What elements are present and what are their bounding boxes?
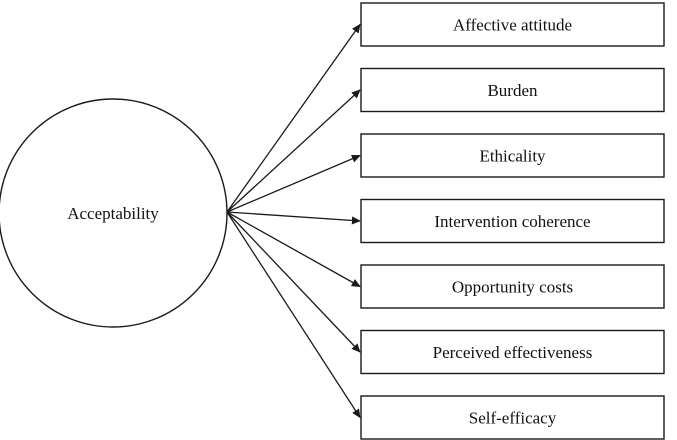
component-label: Self-efficacy	[469, 409, 557, 428]
component-box	[360, 2, 665, 47]
component-box	[360, 395, 665, 440]
component-boxes: Affective attitudeBurdenEthicalityInterv…	[360, 2, 665, 440]
component-label: Perceived effectiveness	[433, 343, 593, 362]
component-perceived-effectiveness: Perceived effectiveness	[360, 329, 665, 375]
arrow-to-opportunity-costs	[226, 211, 361, 288]
component-box	[360, 133, 665, 178]
component-label: Burden	[487, 81, 538, 100]
component-label: Intervention coherence	[434, 212, 590, 231]
component-box	[360, 329, 665, 375]
component-box	[360, 198, 665, 244]
component-ethicality: Ethicality	[360, 133, 665, 178]
component-intervention-coherence: Intervention coherence	[360, 198, 665, 244]
component-label: Ethicality	[479, 147, 546, 166]
component-label: Affective attitude	[453, 16, 572, 35]
arrow-to-affective-attitude	[226, 23, 361, 213]
component-opportunity-costs: Opportunity costs	[360, 264, 665, 309]
component-self-efficacy: Self-efficacy	[360, 395, 665, 440]
component-box	[360, 67, 665, 113]
central-circle	[0, 98, 228, 328]
arrow-to-perceived-effectiveness	[226, 211, 361, 353]
component-box	[360, 264, 665, 309]
central-concept: Acceptability	[0, 98, 228, 328]
arrow-to-burden	[226, 89, 361, 213]
component-affective-attitude: Affective attitude	[360, 2, 665, 47]
arrow-to-intervention-coherence	[226, 211, 361, 225]
arrow-to-ethicality	[226, 154, 361, 213]
arrow-to-self-efficacy	[226, 211, 361, 419]
component-burden: Burden	[360, 67, 665, 113]
component-label: Opportunity costs	[452, 278, 573, 297]
central-label: Acceptability	[67, 204, 159, 223]
connector-arrows	[226, 23, 361, 419]
